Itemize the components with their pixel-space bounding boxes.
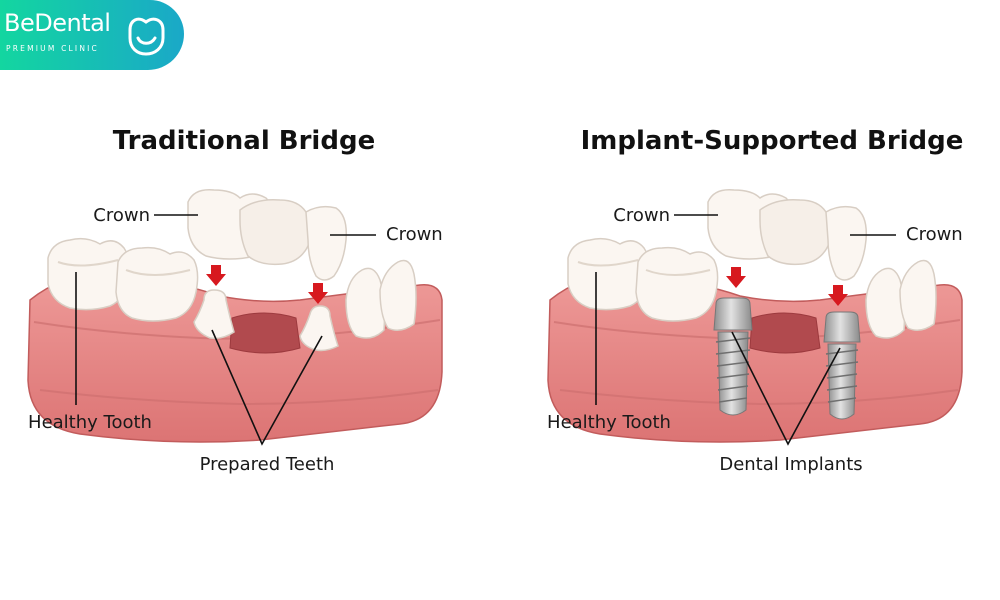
smile-icon — [128, 17, 165, 56]
implant-bridge-panel: Implant-Supported Bridge — [547, 126, 963, 475]
implant-bridge-title: Implant-Supported Bridge — [581, 126, 964, 156]
dental-implant-2 — [823, 311, 861, 420]
second-molar-right — [635, 246, 719, 322]
prepared-tooth-2 — [299, 305, 339, 352]
traditional-bridge-panel: Traditional Bridge — [27, 126, 443, 475]
brand-name: BeDental — [4, 9, 111, 37]
dental-implant-1 — [713, 297, 753, 416]
front-teeth-right — [865, 259, 937, 339]
traditional-bridge-title: Traditional Bridge — [113, 126, 375, 156]
leader-lines-right — [595, 214, 896, 446]
crown-label-left: Crown — [613, 205, 670, 226]
front-teeth-left — [345, 259, 417, 339]
dental-implants-label: Dental Implants — [719, 454, 862, 475]
second-molar-left — [115, 246, 199, 322]
prepared-tooth-1 — [193, 289, 235, 340]
healthy-tooth-label: Healthy Tooth — [547, 412, 671, 433]
bridge-crowns-right — [707, 189, 868, 281]
crown-label-right: Crown — [906, 224, 963, 245]
crown-label-right: Crown — [386, 224, 443, 245]
crown-label-left: Crown — [93, 205, 150, 226]
bridge-crowns-left — [187, 189, 348, 281]
leader-lines-left — [75, 214, 376, 446]
logo-badge — [0, 0, 184, 70]
arrow-down-icon — [206, 265, 226, 286]
prepared-teeth-label: Prepared Teeth — [200, 454, 335, 475]
brand-tagline: PREMIUM CLINIC — [6, 44, 99, 53]
brand-logo: BeDental PREMIUM CLINIC — [0, 0, 184, 72]
healthy-tooth-label: Healthy Tooth — [28, 412, 152, 433]
arrow-down-icon — [726, 267, 746, 288]
